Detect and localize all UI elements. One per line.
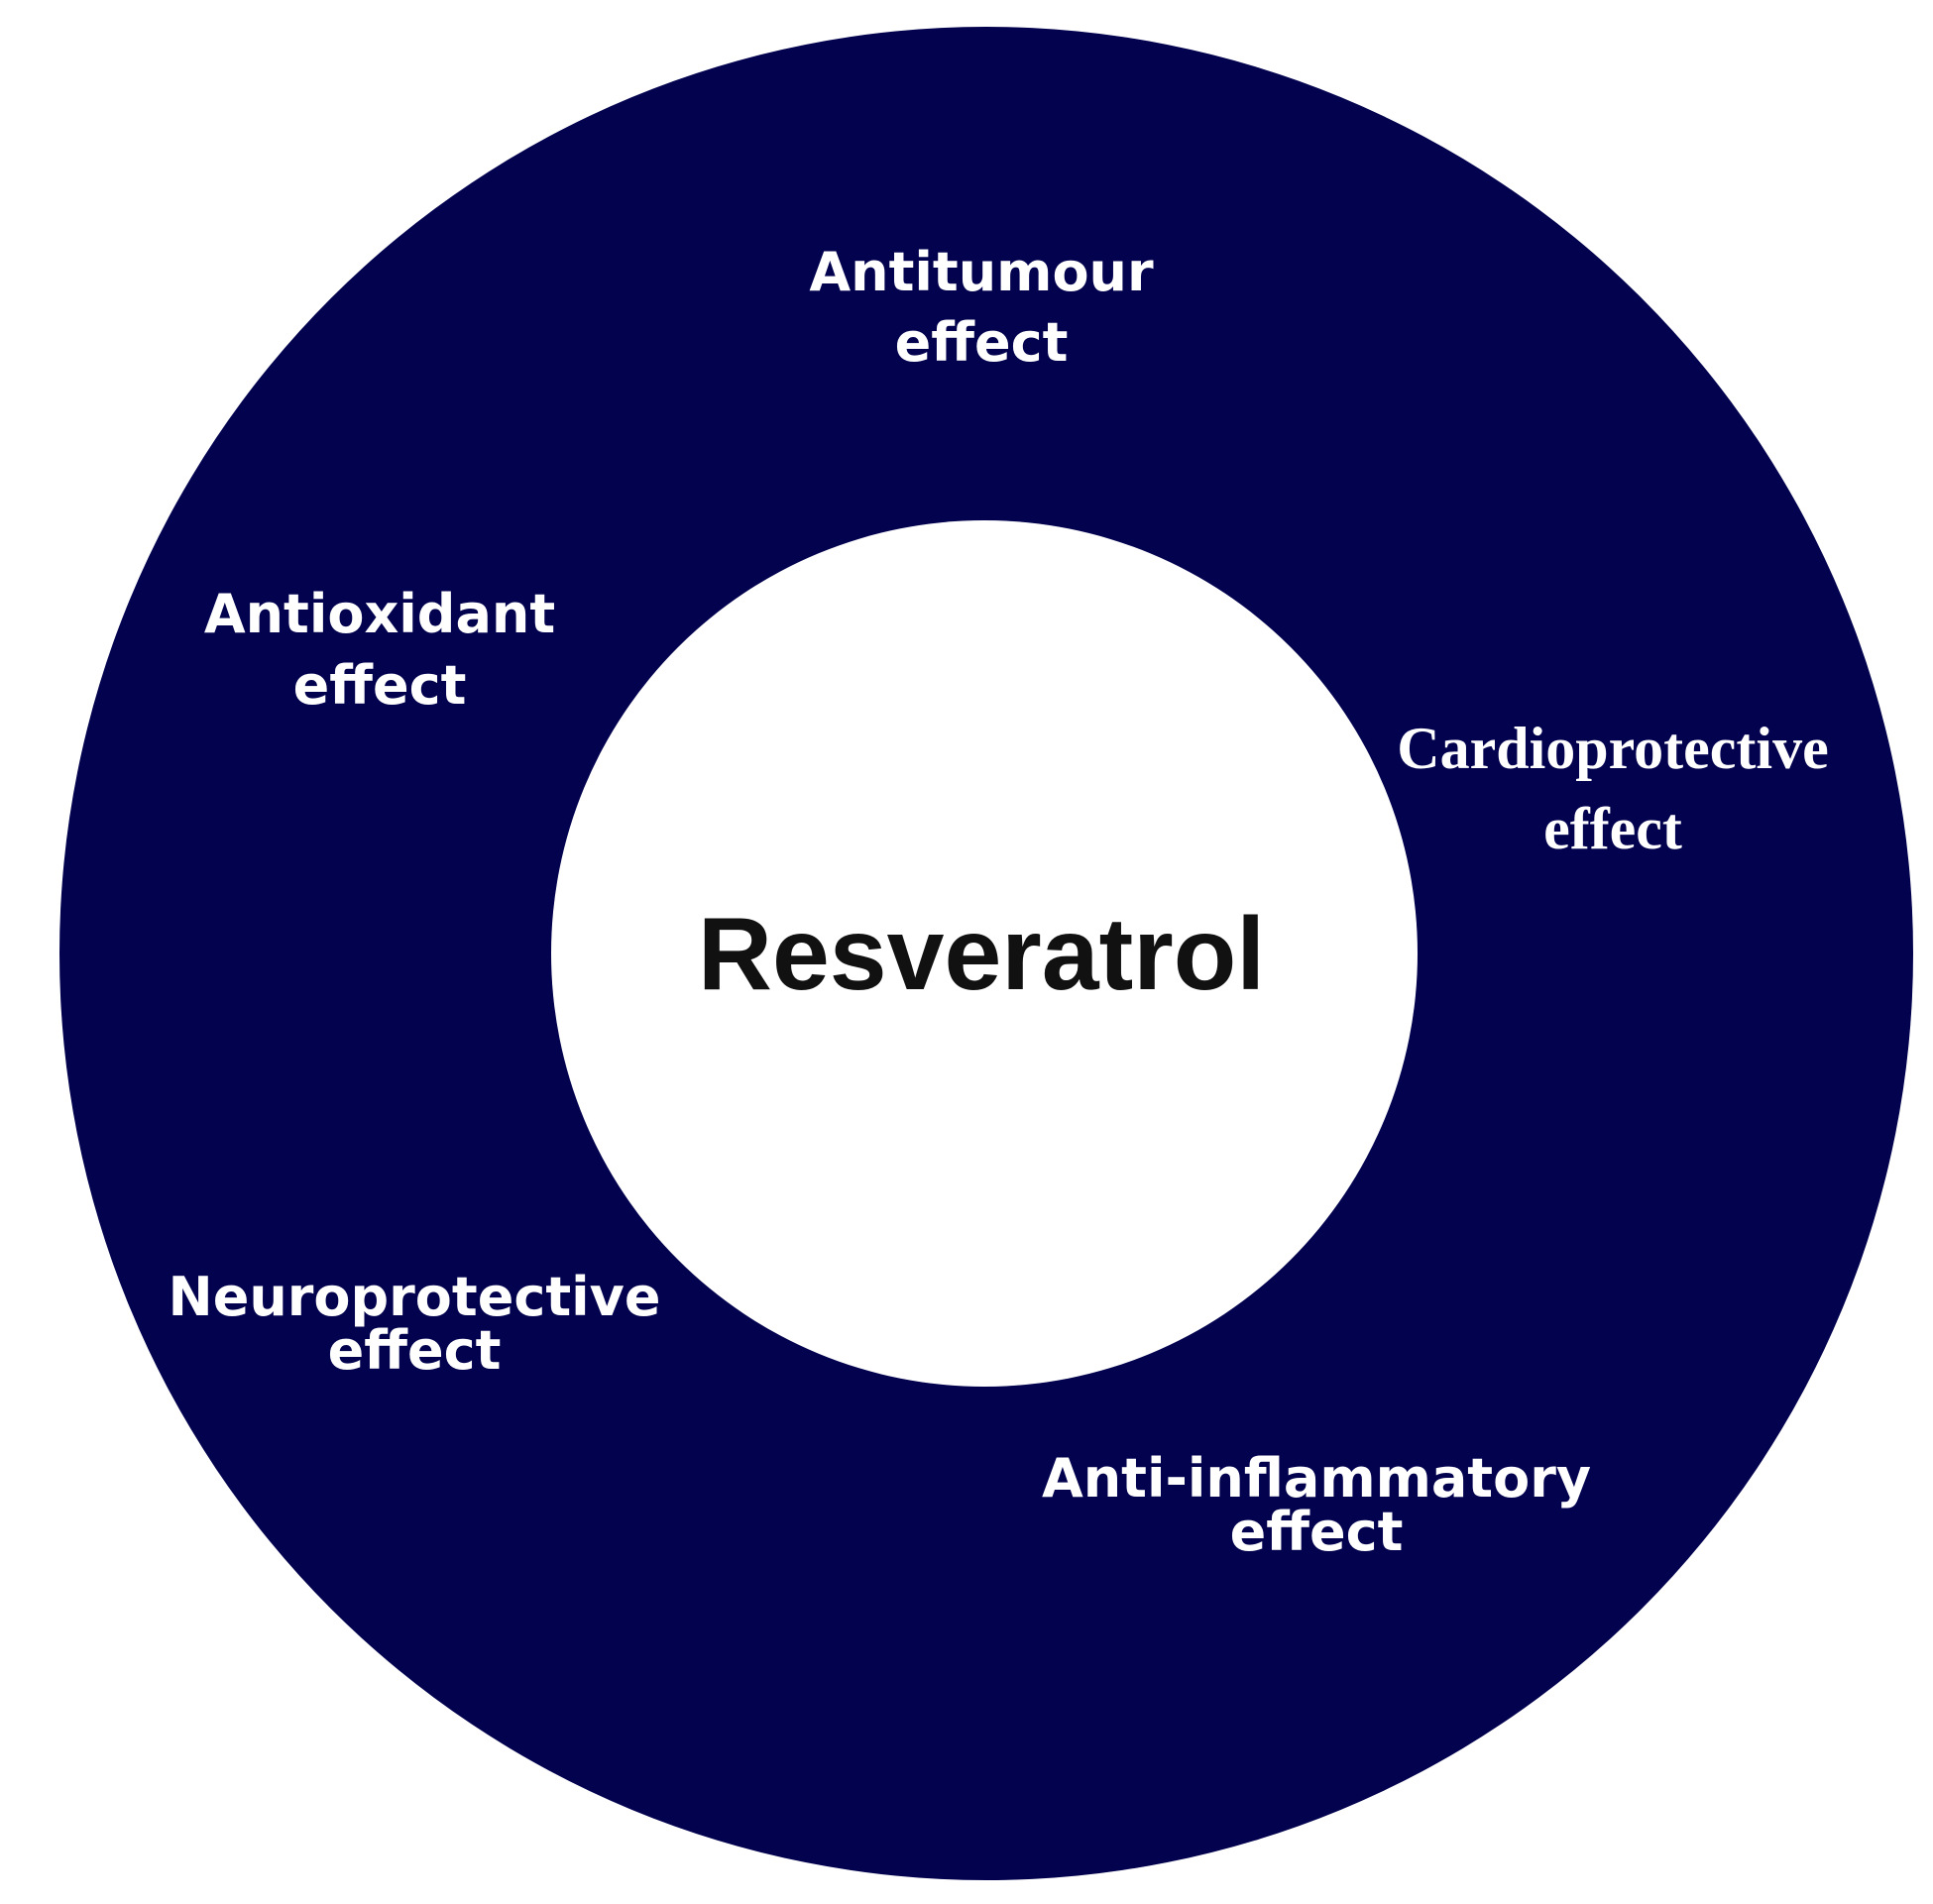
effect-anti-inflammatory: Anti-inflammatory effect xyxy=(1042,1447,1591,1563)
effect-antitumour: Antitumour effect xyxy=(809,241,1154,374)
effect-neuroprotective: Neuroprotective effect xyxy=(169,1266,661,1382)
effect-neuroprotective-line1: Neuroprotective xyxy=(169,1266,661,1328)
effect-cardioprotective-line1: Cardioprotective xyxy=(1397,716,1828,781)
effect-antitumour-line2: effect xyxy=(895,311,1069,374)
center-label: Resveratrol xyxy=(698,897,1265,1012)
effect-antioxidant: Antioxidant effect xyxy=(204,583,555,717)
effect-anti-inflammatory-line2: effect xyxy=(1230,1501,1404,1563)
effect-antioxidant-line2: effect xyxy=(293,654,467,717)
effect-antitumour-line1: Antitumour xyxy=(809,241,1154,303)
effect-neuroprotective-line2: effect xyxy=(328,1319,502,1382)
effect-antioxidant-line1: Antioxidant xyxy=(204,583,555,645)
effect-anti-inflammatory-line1: Anti-inflammatory xyxy=(1042,1447,1591,1510)
effect-cardioprotective-line2: effect xyxy=(1543,796,1682,861)
effect-cardioprotective: Cardioprotective effect xyxy=(1397,716,1828,861)
inner-circle xyxy=(551,520,1418,1387)
